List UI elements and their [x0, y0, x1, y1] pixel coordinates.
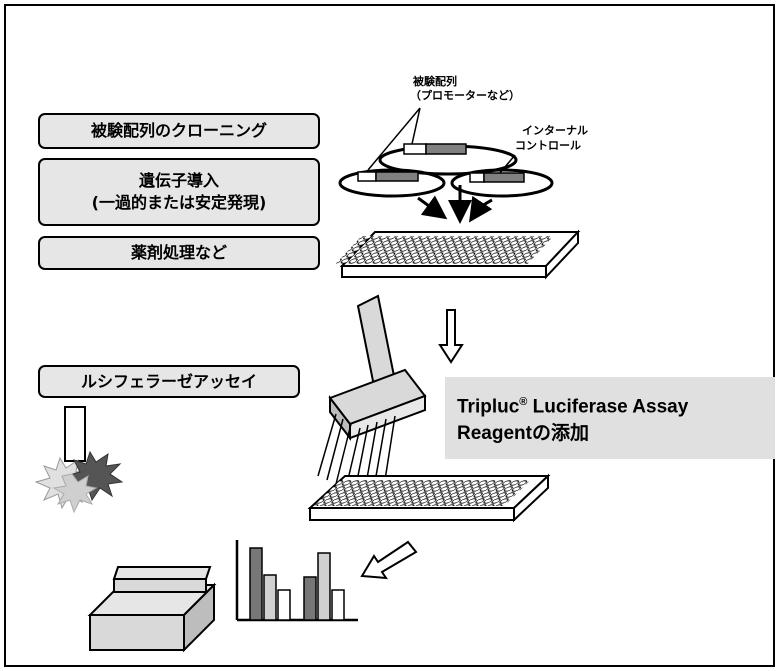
- multichannel-pipette-icon: [317, 294, 427, 489]
- reagent-brand: Tripluc: [457, 396, 520, 418]
- reagent-line-1: Tripluc® Luciferase Assay: [457, 389, 775, 420]
- result-bar-graph: [235, 540, 358, 622]
- plasmid-left: [338, 168, 446, 198]
- pointer-line: [411, 107, 421, 145]
- step-luciferase-assay: ルシフェラーゼアッセイ: [38, 365, 300, 398]
- reagent-callout: Tripluc® Luciferase Assay Reagentの添加: [445, 377, 775, 459]
- converge-arrows: [417, 185, 493, 224]
- step-transfection: 遺伝子導入 (一過的または安定発現): [38, 158, 320, 226]
- plasmid-center: [378, 143, 518, 176]
- down-arrow-icon: [438, 309, 464, 364]
- luminometer-instrument-icon: [87, 566, 217, 653]
- label-test-sequence: 被験配列: [413, 75, 457, 88]
- label-test-sequence-example: （プロモーターなど）: [410, 89, 520, 102]
- label-internal-2: コントロール: [515, 139, 581, 152]
- well-plate-top: [335, 229, 581, 280]
- pointer-line: [367, 107, 421, 171]
- pointer-line: [499, 154, 516, 174]
- well-plate-bottom: [307, 473, 551, 523]
- plasmid-right: [450, 168, 554, 198]
- result-arrow-icon: [360, 540, 418, 580]
- step-cloning: 被験配列のクローニング: [38, 113, 320, 149]
- reagent-line-1-rest: Luciferase Assay: [527, 396, 689, 418]
- registered-mark: ®: [519, 396, 528, 409]
- reagent-line-2: Reagentの添加: [457, 422, 589, 444]
- luminescence-icon: [34, 406, 124, 514]
- label-internal-1: インターナル: [522, 124, 588, 137]
- step-drug-treatment: 薬剤処理など: [38, 236, 320, 270]
